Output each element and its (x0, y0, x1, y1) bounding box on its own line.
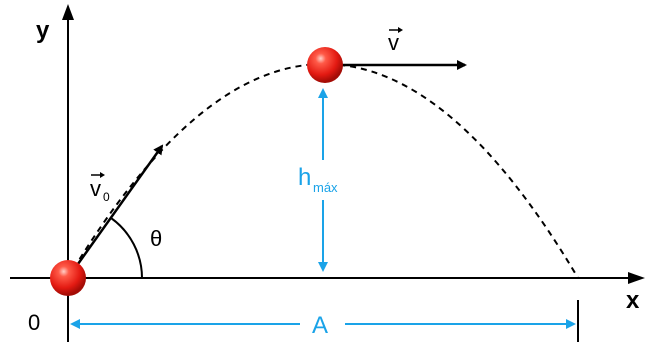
max-height-label: h (298, 164, 311, 191)
angle-label: θ (150, 226, 162, 251)
ball-at-max-height (307, 47, 343, 83)
top-velocity-label: v (388, 30, 399, 55)
initial-velocity-label: v (90, 176, 101, 201)
initial-velocity-subscript: 0 (103, 190, 110, 204)
range-label: A (312, 312, 328, 339)
ball-at-origin (50, 260, 86, 296)
angle-arc (110, 217, 143, 279)
origin-label: 0 (28, 310, 40, 335)
max-height-subscript: máx (313, 180, 338, 195)
y-axis-arrowhead (62, 4, 74, 20)
x-axis-label: x (626, 287, 640, 314)
top-velocity-label-arrowhead (398, 27, 403, 33)
initial-velocity-vector (66, 144, 164, 279)
y-axis-label: y (36, 17, 50, 44)
x-axis-arrowhead (628, 272, 645, 284)
trajectory-curve (67, 63, 579, 279)
initial-velocity-label-arrowhead (100, 172, 105, 178)
max-height-label-bg (296, 160, 358, 200)
